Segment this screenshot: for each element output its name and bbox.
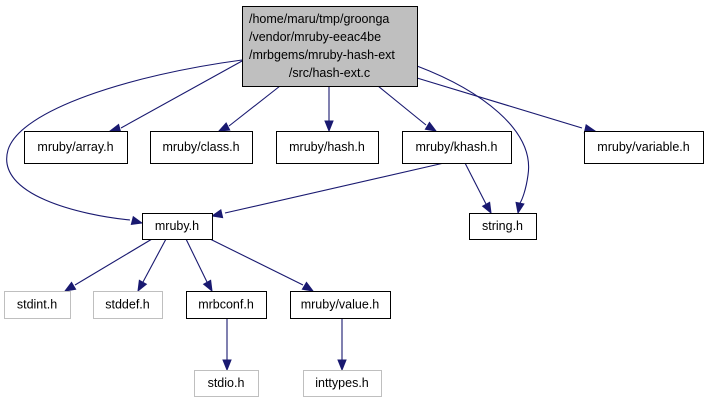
node-box — [402, 131, 512, 164]
arrowhead-icon — [337, 359, 347, 372]
node-stddef: stddef.h — [93, 291, 163, 319]
node-box — [142, 213, 213, 240]
edge-line — [6, 59, 243, 221]
node-label: /src/hash-ext.c — [289, 66, 370, 80]
arrowhead-icon — [222, 359, 232, 372]
node-box — [24, 131, 128, 164]
arrowhead-icon — [130, 215, 144, 226]
edge-mrbconf-to-stdio — [222, 318, 232, 372]
edge-khash-to-string — [464, 162, 492, 215]
node-string[interactable]: string.h — [469, 213, 537, 240]
node-label: /home/maru/tmp/groonga — [249, 12, 389, 26]
node-variable[interactable]: mruby/variable.h — [584, 131, 704, 164]
node-box — [469, 213, 537, 240]
node-label: mrbconf.h — [198, 297, 254, 311]
node-label: /vendor/mruby-eeac4be — [249, 30, 381, 44]
node-label: mruby/array.h — [37, 140, 113, 154]
node-label: mruby.h — [155, 219, 199, 233]
node-box — [242, 6, 418, 87]
node-label: stdint.h — [17, 297, 57, 311]
node-box — [276, 131, 379, 164]
arrowhead-icon — [481, 201, 492, 215]
edge-mruby-to-stddef — [137, 238, 167, 293]
arrowhead-icon — [137, 279, 148, 293]
node-label: mruby/variable.h — [597, 140, 689, 154]
node-array[interactable]: mruby/array.h — [24, 131, 128, 164]
node-box — [584, 131, 704, 164]
node-label: /mrbgems/mruby-hash-ext — [249, 48, 395, 62]
edge-root-to-string — [416, 65, 530, 215]
node-box — [290, 291, 391, 319]
edge-mruby-to-value — [209, 238, 315, 292]
node-label: mruby/class.h — [162, 140, 239, 154]
node-box — [4, 291, 71, 319]
edge-root-to-class — [217, 85, 281, 132]
arrowhead-icon — [217, 122, 231, 132]
node-label: mruby/khash.h — [416, 140, 498, 154]
node-box — [186, 291, 267, 319]
edge-line — [185, 238, 208, 283]
arrowhead-icon — [515, 201, 525, 215]
edge-root-to-hash — [324, 86, 334, 133]
node-khash[interactable]: mruby/khash.h — [402, 131, 512, 164]
edge-khash-to-mruby — [210, 162, 445, 219]
nodes-layer: /home/maru/tmp/groonga/vendor/mruby-eeac… — [4, 6, 704, 397]
node-box — [303, 370, 382, 397]
edge-root-to-mruby — [6, 59, 243, 226]
node-label: mruby/hash.h — [289, 140, 365, 154]
node-mrbconf[interactable]: mrbconf.h — [186, 291, 267, 319]
node-label: stddef.h — [105, 297, 150, 311]
edge-line — [464, 162, 487, 205]
node-value[interactable]: mruby/value.h — [290, 291, 391, 319]
edge-mruby-to-stdint — [63, 238, 153, 292]
node-label: mruby/value.h — [301, 297, 380, 311]
arrowhead-icon — [424, 121, 438, 132]
edge-line — [74, 238, 153, 286]
edge-line — [228, 85, 281, 127]
edge-value-to-inttypes — [337, 318, 347, 372]
edge-root-to-variable — [416, 77, 597, 134]
arrowhead-icon — [324, 120, 334, 133]
arrowhead-icon — [301, 281, 315, 292]
node-box — [150, 131, 253, 164]
edge-root-to-array — [108, 60, 243, 133]
node-box — [194, 370, 259, 397]
node-label: string.h — [482, 219, 523, 233]
edge-line — [142, 238, 167, 283]
node-stdio: stdio.h — [194, 370, 259, 397]
node-root[interactable]: /home/maru/tmp/groonga/vendor/mruby-eeac… — [242, 6, 418, 87]
edges-layer — [6, 59, 597, 372]
arrowhead-icon — [210, 209, 224, 219]
arrowhead-icon — [63, 281, 77, 292]
node-hash[interactable]: mruby/hash.h — [276, 131, 379, 164]
edge-root-to-khash — [377, 85, 438, 132]
node-stdint: stdint.h — [4, 291, 71, 319]
node-box — [93, 291, 163, 319]
node-inttypes: inttypes.h — [303, 370, 382, 397]
edge-line — [224, 162, 445, 214]
edge-line — [120, 60, 243, 129]
node-label: inttypes.h — [315, 376, 369, 390]
node-label: stdio.h — [208, 376, 245, 390]
edge-line — [209, 238, 304, 286]
node-mruby[interactable]: mruby.h — [142, 213, 213, 240]
edge-mruby-to-mrbconf — [185, 238, 213, 293]
edge-line — [416, 65, 530, 204]
node-class[interactable]: mruby/class.h — [150, 131, 253, 164]
edge-line — [416, 77, 583, 129]
arrowhead-icon — [202, 279, 213, 293]
edge-line — [377, 85, 427, 126]
